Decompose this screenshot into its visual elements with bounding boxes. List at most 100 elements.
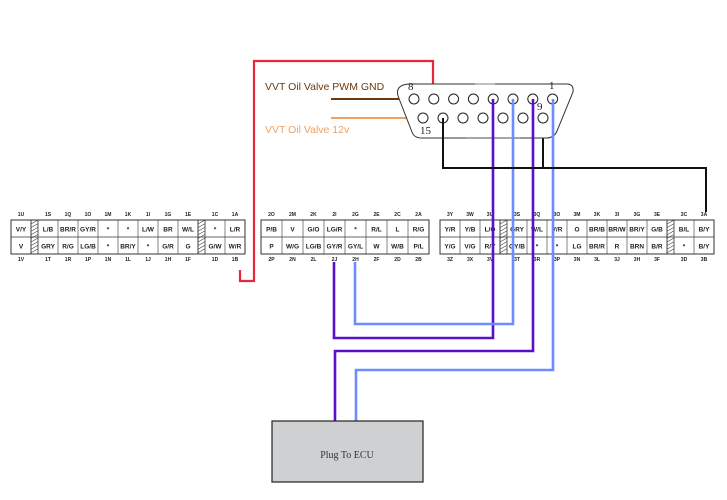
key-hatch bbox=[666, 237, 675, 243]
pin-id-label: 1F bbox=[185, 257, 191, 263]
pin-id-label: 1E bbox=[185, 212, 192, 218]
key-hatch bbox=[197, 223, 206, 228]
dsub-pin bbox=[408, 93, 420, 105]
key-hatch bbox=[499, 230, 508, 236]
wire-color-cell: G/W bbox=[209, 244, 223, 251]
dsub-pin bbox=[417, 112, 429, 124]
pin-id-label: 1K bbox=[125, 212, 132, 218]
pin-id-label: 2H bbox=[352, 257, 359, 263]
pin-id-label: 1H bbox=[165, 257, 172, 263]
pin-id-label: 3K bbox=[594, 212, 601, 218]
pin-id-label: 1T bbox=[45, 257, 51, 263]
wire-color-cell: G bbox=[185, 244, 190, 251]
wire-color-cell: W bbox=[373, 244, 380, 251]
key-hatch bbox=[197, 248, 206, 254]
key-hatch bbox=[30, 241, 39, 246]
pin-id-label: 2B bbox=[415, 257, 422, 263]
key-hatch bbox=[666, 244, 675, 250]
pin-id-label: 2F bbox=[374, 257, 380, 263]
dsub-pin-label-15: 15 bbox=[420, 125, 432, 137]
dsub-pin-label-1: 1 bbox=[549, 80, 555, 92]
pin-id-label: 3T bbox=[514, 257, 520, 263]
dsub-pin bbox=[537, 112, 549, 124]
purple-wire-b bbox=[333, 99, 535, 421]
pin-id-label: 2O bbox=[268, 212, 275, 218]
connector-1: V/YV1U1VL/BGRY1S1TBR/RR/G1Q1RGY/RLG/B1O1… bbox=[10, 212, 246, 263]
wire-color-cell: * bbox=[354, 227, 357, 234]
key-hatch bbox=[30, 230, 39, 236]
key-hatch bbox=[499, 248, 508, 254]
wire-color-cell: V bbox=[290, 227, 295, 234]
pin-id-label: 3S bbox=[514, 212, 521, 218]
wire-color-cell: V/R bbox=[552, 227, 563, 234]
pin-id-label: 3Q bbox=[534, 212, 541, 218]
wire-color-cell: W/B bbox=[391, 244, 404, 251]
wire-color-cell: V/G bbox=[464, 244, 475, 251]
key-hatch bbox=[197, 244, 206, 250]
wire-color-cell: * bbox=[127, 227, 130, 234]
wire-color-cell: GY/R bbox=[327, 244, 343, 251]
pin-id-label: 1N bbox=[105, 257, 112, 263]
pin-id-label: 3H bbox=[634, 257, 641, 263]
wire-color-cell: W/L bbox=[182, 227, 194, 234]
wire-color-cell: L/B bbox=[43, 227, 54, 234]
wire-color-cell: LG/R bbox=[327, 227, 343, 234]
key-hatch bbox=[30, 223, 39, 228]
wire-color-cell: R/G bbox=[413, 227, 425, 234]
pin-id-label: 1L bbox=[125, 257, 131, 263]
pin-id-label: 3J bbox=[614, 257, 620, 263]
wire-color-cell: G/R bbox=[162, 244, 174, 251]
wire-color-cell: Y/B bbox=[465, 227, 476, 234]
wire-color-cell: B/L bbox=[679, 227, 690, 234]
pin-id-label: 2P bbox=[268, 257, 275, 263]
pin-id-label: 3W bbox=[466, 212, 474, 218]
pin-id-label: 3L bbox=[594, 257, 600, 263]
key-hatch bbox=[197, 234, 206, 239]
dsub-pins bbox=[408, 93, 559, 124]
key-hatch bbox=[499, 244, 508, 250]
pin-id-label: 2K bbox=[310, 212, 317, 218]
red-wire bbox=[238, 59, 435, 283]
wire-color-cell: BR/B bbox=[589, 227, 605, 234]
wire-color-cell: W/G bbox=[286, 244, 299, 251]
pin-id-label: 3N bbox=[574, 257, 581, 263]
wire-color-cell: BR/Y bbox=[120, 244, 136, 251]
wire-color-cell: B/R bbox=[651, 244, 663, 251]
pin-id-label: 1M bbox=[105, 212, 112, 218]
pin-id-label: 2M bbox=[289, 212, 296, 218]
pin-id-label: 1O bbox=[85, 212, 92, 218]
wire-color-cell: R/L bbox=[371, 227, 382, 234]
key-hatch bbox=[197, 241, 206, 246]
pin-id-label: 3X bbox=[467, 257, 474, 263]
key-hatch bbox=[30, 234, 39, 239]
dsub-pin bbox=[517, 112, 529, 124]
pin-id-label: 2J bbox=[332, 257, 338, 263]
pin-id-label: 2E bbox=[373, 212, 380, 218]
wire-color-cell: B/Y bbox=[699, 227, 711, 234]
pin-id-label: 2A bbox=[415, 212, 422, 218]
pin-id-label: 3I bbox=[615, 212, 620, 218]
key-hatch bbox=[30, 219, 39, 225]
wire-color-cell: * bbox=[107, 244, 110, 251]
pin-id-label: 3B bbox=[701, 257, 708, 263]
pin-id-label: 1Q bbox=[65, 212, 72, 218]
connector-3: Y/RY/G3Y3ZY/BV/G3W3XL/OR/Y3U3VGRYGY/B3S3… bbox=[439, 212, 715, 263]
wire-color-cell: O bbox=[574, 227, 579, 234]
key-hatch bbox=[666, 234, 675, 239]
pin-id-label: 2D bbox=[394, 257, 401, 263]
wire-color-cell: * bbox=[147, 244, 150, 251]
pin-id-label: 3M bbox=[574, 212, 581, 218]
dsub-pin bbox=[428, 93, 440, 105]
pin-id-label: 3G bbox=[634, 212, 641, 218]
wire-color-cell: BR bbox=[163, 227, 173, 234]
wire-color-cell: * bbox=[536, 244, 539, 251]
wire-color-cell: P bbox=[269, 244, 274, 251]
pin-id-label: 1R bbox=[65, 257, 72, 263]
wire-color-cell: BR/W bbox=[608, 227, 626, 234]
key-hatch bbox=[666, 230, 675, 236]
pin-id-label: 3A bbox=[701, 212, 708, 218]
dsub-pin-label-8: 8 bbox=[408, 81, 414, 93]
wire-color-cell: Y/G bbox=[444, 244, 455, 251]
pin-id-label: 1B bbox=[232, 257, 239, 263]
key-hatch bbox=[499, 226, 508, 232]
